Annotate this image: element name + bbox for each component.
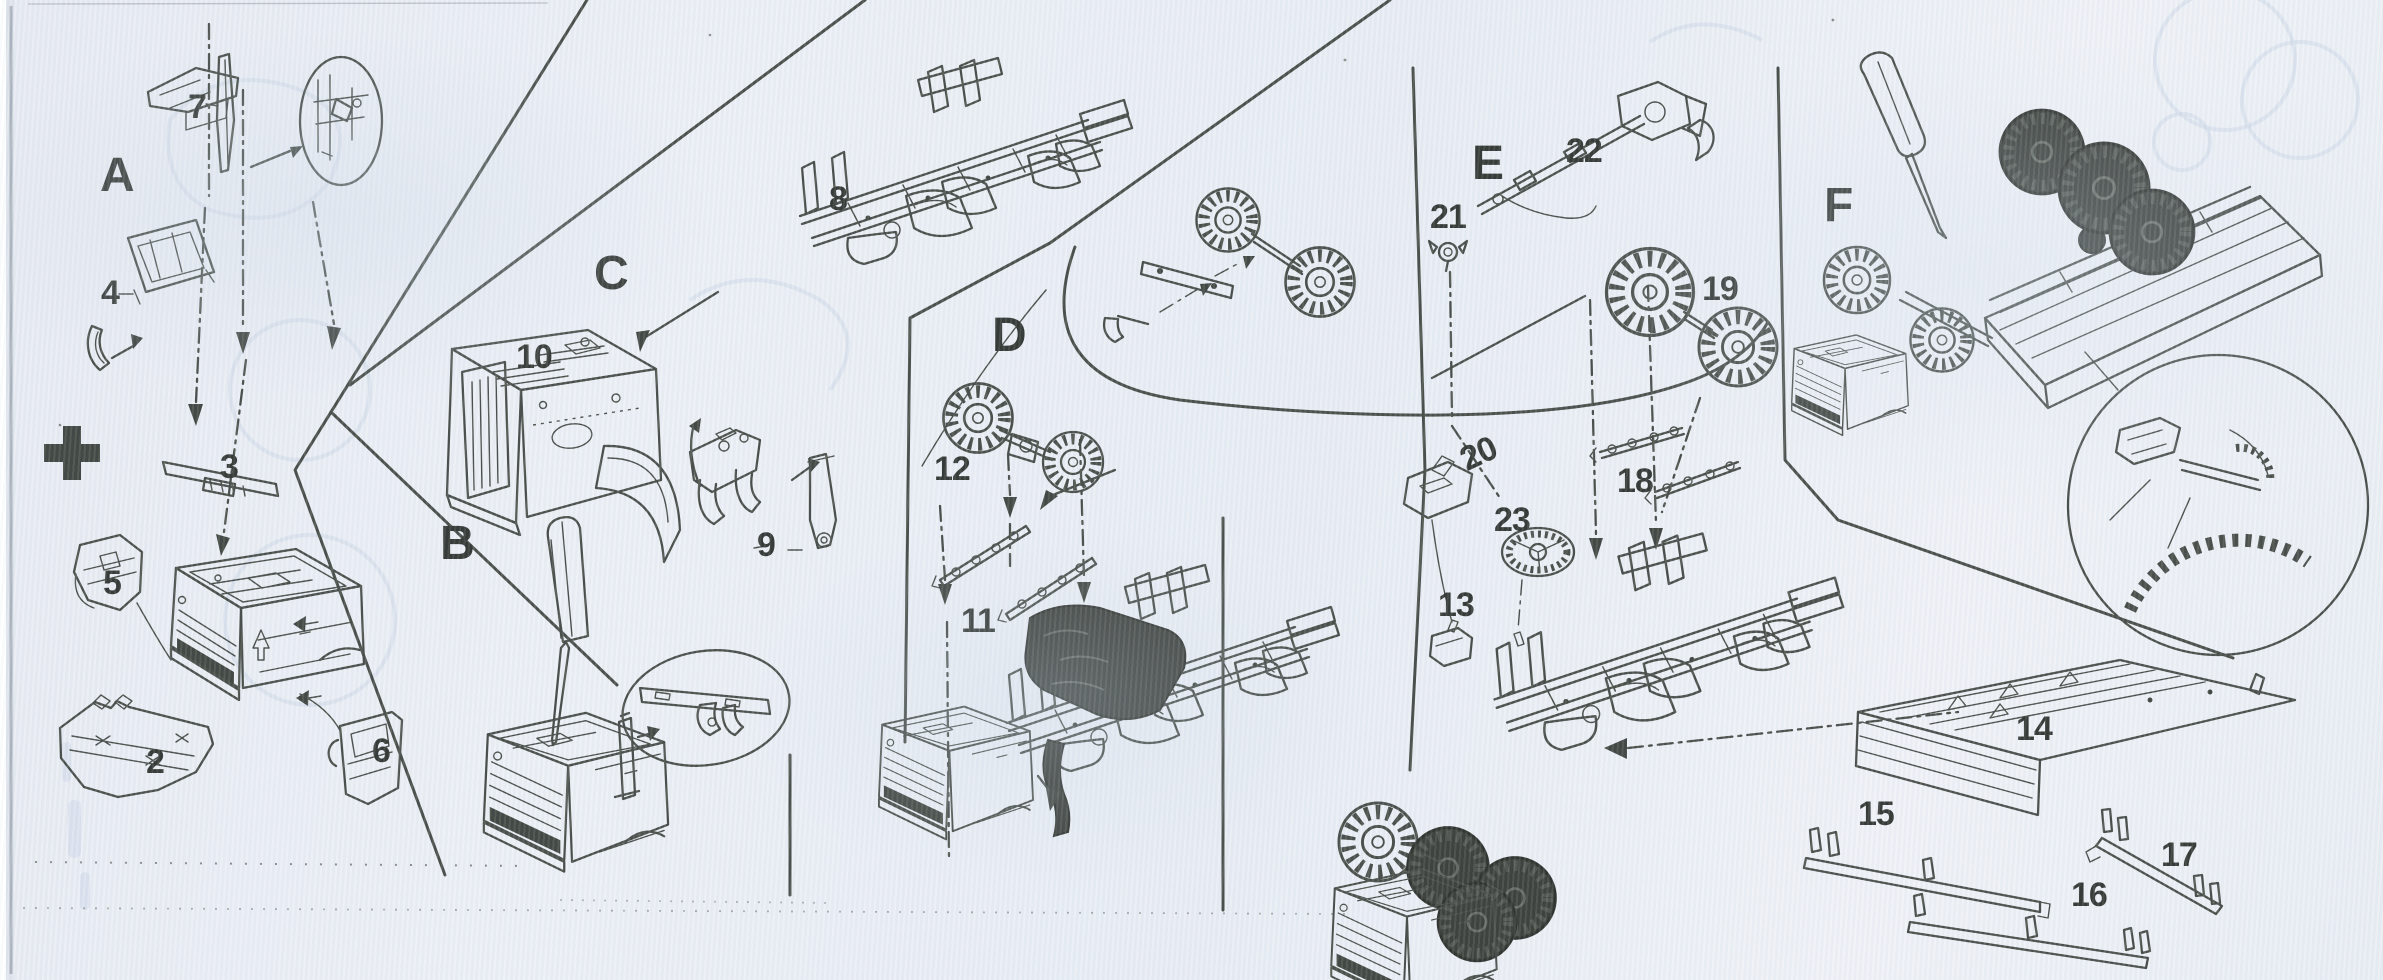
arrowhead-left [1604,738,1627,759]
part-18-rods-drawing [1589,426,1742,505]
part-9-axle-drawing [688,418,838,551]
arrowhead [1589,538,1603,560]
section-label-D: D [992,309,1027,362]
section-label-B: B [440,517,475,570]
arrowhead [1649,528,1663,550]
part-15-rail-drawing [1802,826,2051,919]
part-label-3: 3 [220,448,239,486]
part-label-8: 8 [829,180,848,218]
section-d-drawings [877,189,1355,860]
part-22-driveshaft-drawing [1476,80,1715,219]
part-label-18: 18 [1617,462,1654,500]
axis-bed-to-chassis [1626,710,1960,750]
part-label-7: 7 [188,88,207,126]
part-label-14: 14 [2016,710,2053,748]
part-label-11: 11 [961,602,996,640]
part-13-drawing [1428,619,1474,668]
screwdriver-drawing-f [1859,51,1948,240]
part-label-23: 23 [1494,501,1531,539]
pillar-part-drawing [613,711,660,801]
part-10-engine-drawing [445,328,682,564]
part-label-13: 13 [1438,586,1475,624]
plus-registration-mark [44,426,100,480]
part-14-bed-drawing [1854,658,2297,817]
d-inset-axle-detail [1103,189,1354,344]
part-label-9: 9 [757,526,776,564]
part-label-22: 22 [1566,132,1603,170]
section-separators [293,0,2235,912]
part-23-steering-wheel-drawing [1500,526,1576,647]
part-label-10: 10 [516,338,553,376]
section-f-drawings [1791,51,2370,970]
leader-cab-to-6 [299,693,342,733]
section-label-E: E [1472,137,1504,190]
part-11-rails-drawing [931,438,1098,860]
arrow-chassis-to-engine [642,290,720,340]
f-truck-drawing [1824,110,2324,410]
part-21-drawing [1427,239,1502,500]
part-20-drawing [1402,455,1474,623]
leader-5-to-cab [136,602,172,661]
part-5-drawing [72,533,144,612]
part-label-5: 5 [103,564,122,602]
section-label-F: F [1824,179,1853,232]
part-label-12: 12 [934,450,971,488]
part-label-21: 21 [1430,198,1467,236]
section-a-inset-magnifier [249,55,384,187]
section-e-drawings [1330,80,1960,980]
installed-engine-dark [1024,604,1187,838]
section-c-drawings [445,56,1134,564]
axis [1646,284,1658,526]
part-label-17: 17 [2161,836,2198,874]
part-2-drawing [58,694,215,799]
section-a-assembly-axes [188,22,341,556]
e-wheelset-drawing [1339,803,1556,961]
part-4-drawing [118,218,216,305]
part-16-rail-drawing [1906,892,2152,970]
axis [1588,298,1598,536]
part-6-drawing [327,710,404,806]
section-label-A: A [100,149,135,202]
curve-c-d [921,289,1047,467]
arrowhead [636,330,650,352]
part-label-4: 4 [101,274,120,312]
cab-part-drawing-a [169,547,366,706]
part-label-20: 20 [1454,429,1503,479]
part-label-2: 2 [146,743,165,781]
scan-artifacts [0,0,1835,980]
part-4-clip-drawing [86,324,143,372]
section-f-inset-magnifier [2066,351,2370,657]
part-label-15: 15 [1858,795,1895,833]
section-b-inset-magnifier [621,649,791,767]
part-7-drawing [146,52,240,174]
part-label-6: 6 [372,732,391,770]
part-label-19: 19 [1702,270,1739,308]
part-17-rail-drawing [2085,807,2224,916]
section-label-C: C [594,247,629,300]
section-a-drawings [58,22,404,806]
part-label-16: 16 [2071,876,2108,914]
section-b-drawings [482,515,791,873]
part-3-drawing [161,460,280,498]
